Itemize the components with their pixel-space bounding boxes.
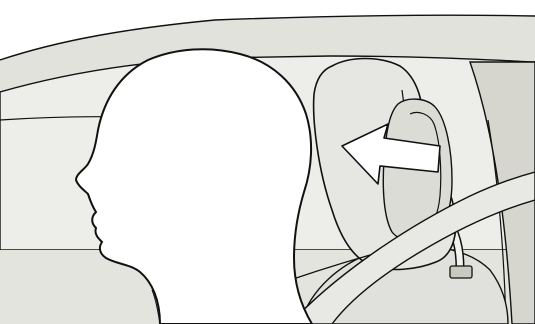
headrest-adjustment-illustration [0,0,535,324]
